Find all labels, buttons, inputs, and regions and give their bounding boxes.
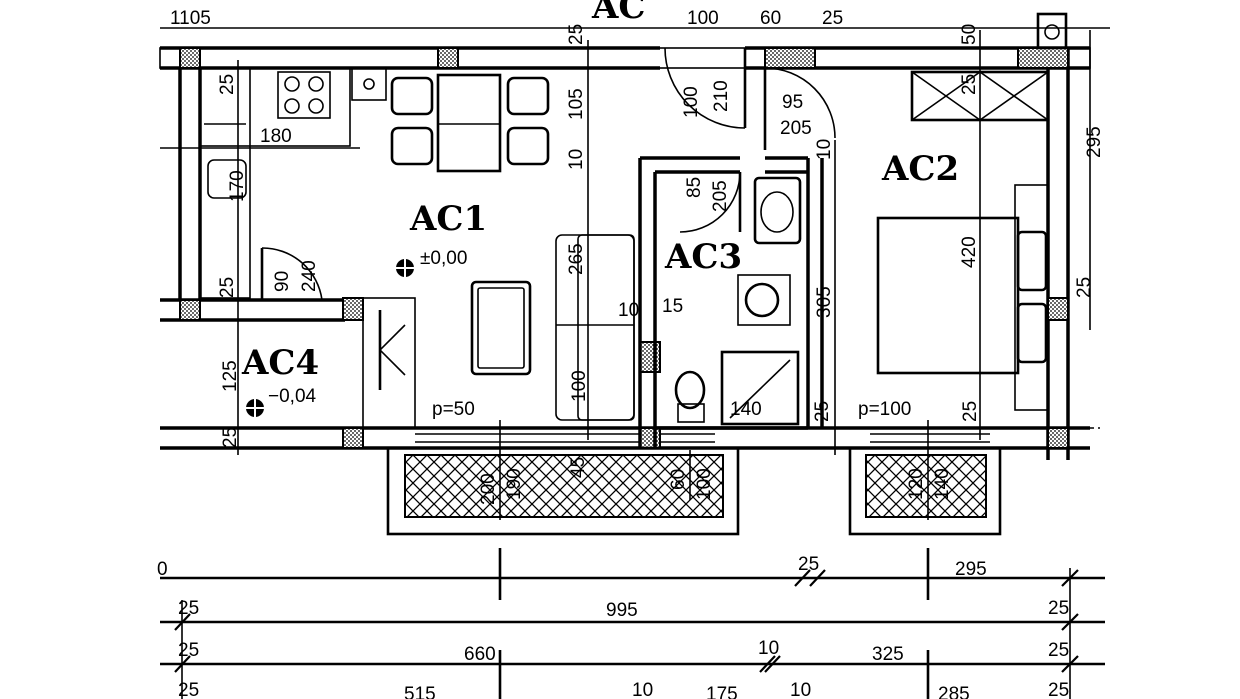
dim-text: 60 xyxy=(760,8,781,29)
dim-text: 175 xyxy=(706,684,738,699)
dim-text: 15 xyxy=(662,296,683,317)
dim-text: 25 xyxy=(959,74,980,95)
bathroom-fixtures xyxy=(674,176,802,426)
bathroom-walls xyxy=(638,156,824,448)
dim-text: 10 xyxy=(758,638,779,659)
dim-text: 125 xyxy=(220,360,241,392)
level-markers xyxy=(242,255,418,421)
room-label-ac1: AC1 xyxy=(409,199,487,239)
dim-text: 120 xyxy=(906,468,927,500)
kitchen-counter xyxy=(199,67,387,299)
wardrobe xyxy=(362,297,416,429)
dim-text: 25 xyxy=(566,24,587,45)
dim-text: 10 xyxy=(814,139,835,160)
level-label-ac1: ±0,00 xyxy=(420,248,467,269)
dim-text: 190 xyxy=(504,468,525,500)
level-labels: ±0,00 −0,04 p=50 p=100 xyxy=(268,248,911,420)
dim-text: 25 xyxy=(1074,277,1095,298)
dim-text: 0 xyxy=(157,559,168,580)
dim-text: 25 xyxy=(217,74,238,95)
dim-text: 265 xyxy=(566,243,587,275)
dim-text: 10 xyxy=(790,680,811,699)
dim-text: 60 xyxy=(668,469,689,490)
dim-text: 25 xyxy=(812,401,833,422)
bedroom-furniture xyxy=(876,12,1068,411)
dim-text: 515 xyxy=(404,684,436,699)
dim-text: 420 xyxy=(959,236,980,268)
room-label-ac-top: AC xyxy=(591,0,645,27)
dim-text: 50 xyxy=(959,24,980,45)
dim-text: 205 xyxy=(710,180,731,212)
window-label-ac2: p=100 xyxy=(858,399,911,420)
dim-text: 660 xyxy=(464,644,496,665)
dim-text: 95 xyxy=(782,92,803,113)
dim-text: 295 xyxy=(1084,126,1105,158)
dim-text: 10 xyxy=(566,149,587,170)
dim-text: 10 xyxy=(632,680,653,699)
dim-text: 240 xyxy=(299,260,320,292)
bottom-windows xyxy=(415,427,1100,443)
dim-text: 25 xyxy=(960,401,981,422)
dim-text: 25 xyxy=(220,427,241,448)
bottom-dimension-chains xyxy=(160,548,1105,699)
dim-text: 100 xyxy=(569,370,590,402)
dim-text: 25 xyxy=(1048,680,1069,699)
dim-text: 305 xyxy=(814,286,835,318)
dim-text: 995 xyxy=(606,600,638,621)
level-label-ac4: −0,04 xyxy=(268,386,317,407)
dim-text: 205 xyxy=(780,118,812,139)
dim-text: 45 xyxy=(568,457,589,478)
dim-text: 170 xyxy=(227,170,248,202)
room-label-ac3: AC3 xyxy=(664,237,742,277)
dimension-texts: 1105 100 60 25 50 25 25 25 180 105 10 10… xyxy=(157,8,1105,699)
dim-text: 25 xyxy=(178,680,199,699)
dim-text: 85 xyxy=(684,177,705,198)
dim-text: 100 xyxy=(687,8,719,29)
doors xyxy=(260,47,836,301)
room-labels: AC1 AC2 AC3 AC4 AC xyxy=(241,0,959,383)
dim-text: 140 xyxy=(932,468,953,500)
dim-text: 285 xyxy=(938,684,970,699)
room-label-ac2: AC2 xyxy=(881,149,959,189)
dim-text: 25 xyxy=(1048,598,1069,619)
dim-text: 140 xyxy=(730,399,762,420)
interior-dimension-lines xyxy=(160,27,1110,520)
dim-text: 25 xyxy=(798,554,819,575)
dim-text: 200 xyxy=(478,473,499,505)
dim-text: 90 xyxy=(272,271,293,292)
dim-text: 210 xyxy=(711,80,732,112)
window-label-ac1: p=50 xyxy=(432,399,475,420)
balconies xyxy=(386,446,1002,536)
dim-text: 10 xyxy=(618,300,639,321)
dim-text: 180 xyxy=(260,126,292,147)
dim-text: 100 xyxy=(681,86,702,118)
dim-text: 1105 xyxy=(170,8,211,29)
dim-text: 100 xyxy=(694,468,715,500)
dim-text: 25 xyxy=(178,598,199,619)
dining-table xyxy=(390,73,550,173)
dim-text: 25 xyxy=(822,8,843,29)
dim-text: 295 xyxy=(955,559,987,580)
dim-text: 25 xyxy=(1048,640,1069,661)
dim-text: 325 xyxy=(872,644,904,665)
dim-text: 25 xyxy=(178,640,199,661)
room-label-ac4: AC4 xyxy=(241,343,319,383)
dim-text: 25 xyxy=(217,277,238,298)
dim-text: 105 xyxy=(566,88,587,120)
living-furniture xyxy=(470,234,635,421)
